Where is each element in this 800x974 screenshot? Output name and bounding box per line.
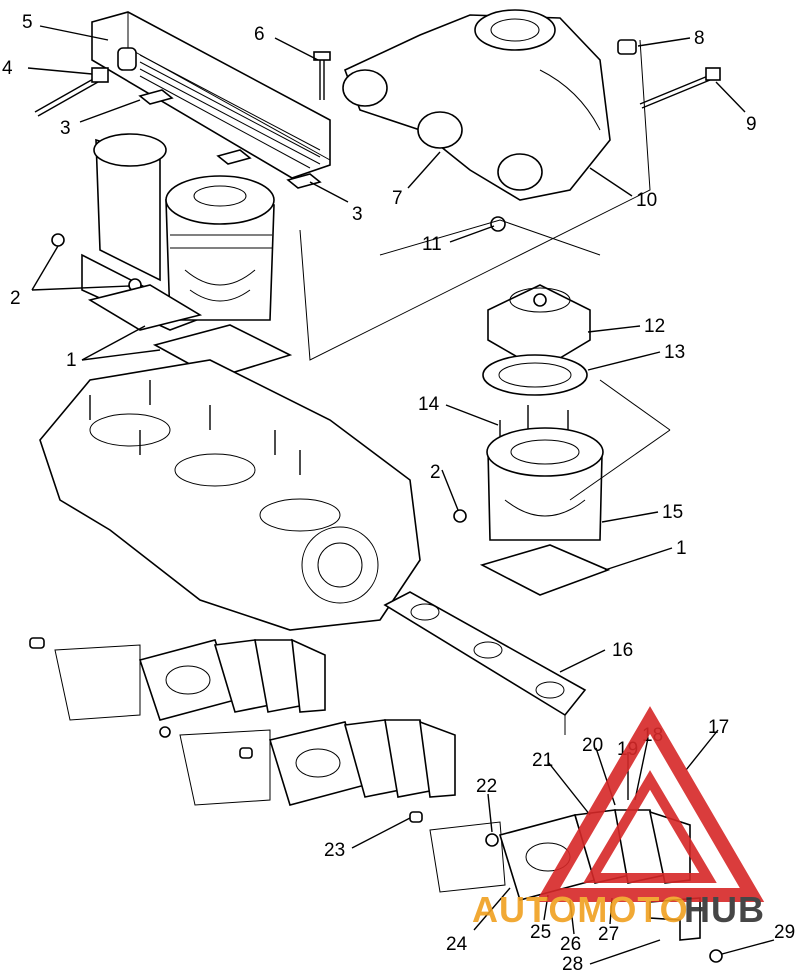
base-gaskets-left [87, 284, 293, 379]
temperature-sensor [34, 67, 109, 117]
callout-2: 2 [10, 288, 21, 309]
callout-23: 23 [324, 840, 345, 861]
reed-assembly-lower [179, 719, 456, 806]
callout-14: 14 [418, 394, 440, 415]
bolt-6 [313, 51, 331, 100]
watermark-triangles [535, 706, 765, 902]
small-gaskets [138, 89, 322, 189]
callout-6: 6 [254, 24, 265, 45]
callout-27: 27 [598, 924, 619, 945]
callout-16: 16 [612, 640, 633, 661]
callout-3b: 3 [352, 204, 363, 225]
cylinder-15 [486, 427, 604, 541]
callout-3: 3 [60, 118, 71, 139]
callout-24: 24 [446, 934, 468, 955]
callout-28: 28 [562, 954, 583, 974]
callout-20: 20 [582, 735, 603, 756]
nut-11 [490, 216, 506, 232]
watermark-text-hub: HUB [684, 889, 765, 930]
watermark-text-automoto: AUTOMOTO [472, 889, 689, 930]
cylinder-pair [51, 133, 275, 331]
callout-5: 5 [22, 12, 33, 33]
callout-1b: 1 [676, 538, 687, 559]
callout-25: 25 [530, 922, 551, 943]
bolt-9 [639, 67, 721, 109]
callout-9: 9 [746, 114, 757, 135]
callout-8: 8 [694, 28, 705, 49]
screw-29 [709, 949, 723, 963]
callout-7: 7 [392, 188, 403, 209]
crankcase-studs [89, 380, 301, 475]
callout-13: 13 [664, 342, 685, 363]
callout-26: 26 [560, 934, 581, 955]
exhaust-manifold [342, 9, 611, 201]
base-gasket-1-right [479, 544, 611, 596]
crankcase [39, 359, 421, 631]
cylinder-head-12 [487, 284, 591, 371]
callout-12: 12 [644, 316, 665, 337]
callout-11: 11 [422, 234, 442, 255]
callout-29: 29 [774, 922, 795, 943]
head-gasket-13 [482, 354, 588, 396]
plug-8 [617, 39, 637, 55]
callout-17: 17 [708, 717, 729, 738]
callout-15: 15 [662, 502, 683, 523]
exhaust-rail-assembly [91, 11, 331, 179]
callout-10: 10 [636, 190, 657, 211]
assembly-lines [299, 39, 671, 735]
nut-2-right [453, 509, 467, 523]
callout-22: 22 [476, 776, 497, 797]
rail-fins [139, 54, 321, 169]
callout-21: 21 [532, 750, 553, 771]
callout-2b: 2 [430, 462, 441, 483]
callout-1: 1 [66, 350, 77, 371]
reed-assembly-upper [29, 637, 326, 738]
callout-4: 4 [2, 58, 13, 79]
watermark-logo: AUTOMOTO HUB [472, 706, 765, 930]
intake-plate-16 [383, 591, 587, 717]
